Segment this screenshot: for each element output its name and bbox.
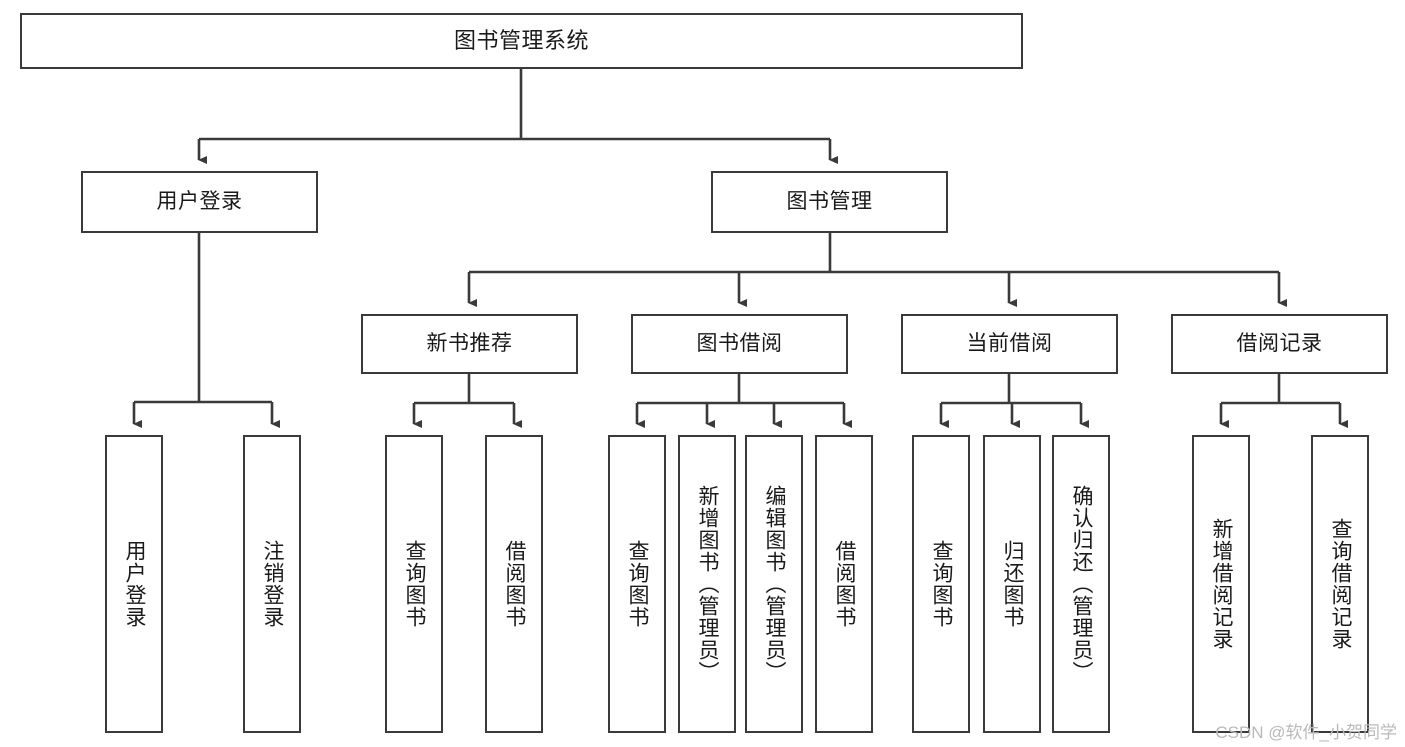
node-borrow-record-label: 借阅记录	[1236, 331, 1323, 355]
node-current-borrow[interactable]: 当前借阅	[901, 314, 1118, 374]
node-leaf-user-login[interactable]: 用户登录	[105, 435, 163, 733]
node-root-label: 图书管理系统	[453, 28, 589, 54]
node-leaf-query-book-2[interactable]: 查询图书	[608, 435, 666, 733]
node-leaf-confirm-return[interactable]: 确认归还（管理员）	[1052, 435, 1110, 733]
node-leaf-query-record-label: 查询借阅记录	[1329, 518, 1353, 650]
node-leaf-user-logout[interactable]: 注销登录	[243, 435, 301, 733]
node-leaf-query-record[interactable]: 查询借阅记录	[1311, 435, 1369, 733]
node-root[interactable]: 图书管理系统	[20, 13, 1023, 69]
node-leaf-query-book-2-label: 查询图书	[626, 540, 650, 628]
node-leaf-query-book-3[interactable]: 查询图书	[912, 435, 970, 733]
node-book-manage[interactable]: 图书管理	[711, 171, 948, 233]
node-user-login[interactable]: 用户登录	[81, 171, 318, 233]
node-user-login-label: 用户登录	[156, 189, 243, 213]
node-leaf-borrow-book-1-label: 借阅图书	[503, 540, 527, 628]
node-leaf-edit-book[interactable]: 编辑图书（管理员）	[745, 435, 803, 733]
node-book-borrow-label: 图书借阅	[696, 331, 783, 355]
node-leaf-edit-book-label: 编辑图书（管理员）	[763, 485, 787, 683]
node-new-book-recommend[interactable]: 新书推荐	[361, 314, 578, 374]
node-leaf-user-logout-label: 注销登录	[261, 540, 285, 628]
node-leaf-add-book[interactable]: 新增图书（管理员）	[678, 435, 736, 733]
node-leaf-borrow-book-2[interactable]: 借阅图书	[815, 435, 873, 733]
node-leaf-return-book[interactable]: 归还图书	[983, 435, 1041, 733]
node-borrow-record[interactable]: 借阅记录	[1171, 314, 1388, 374]
node-leaf-add-record[interactable]: 新增借阅记录	[1192, 435, 1250, 733]
node-book-manage-label: 图书管理	[786, 189, 873, 213]
node-leaf-query-book-1-label: 查询图书	[403, 540, 427, 628]
node-leaf-query-book-1[interactable]: 查询图书	[385, 435, 443, 733]
node-leaf-add-book-label: 新增图书（管理员）	[696, 485, 720, 683]
node-leaf-add-record-label: 新增借阅记录	[1210, 518, 1234, 650]
node-leaf-borrow-book-1[interactable]: 借阅图书	[485, 435, 543, 733]
node-current-borrow-label: 当前借阅	[966, 331, 1053, 355]
node-book-borrow[interactable]: 图书借阅	[631, 314, 848, 374]
node-leaf-query-book-3-label: 查询图书	[930, 540, 954, 628]
node-leaf-confirm-return-label: 确认归还（管理员）	[1070, 485, 1094, 683]
node-leaf-user-login-label: 用户登录	[123, 540, 147, 628]
node-leaf-borrow-book-2-label: 借阅图书	[833, 540, 857, 628]
node-new-book-recommend-label: 新书推荐	[426, 331, 513, 355]
node-leaf-return-book-label: 归还图书	[1001, 540, 1025, 628]
